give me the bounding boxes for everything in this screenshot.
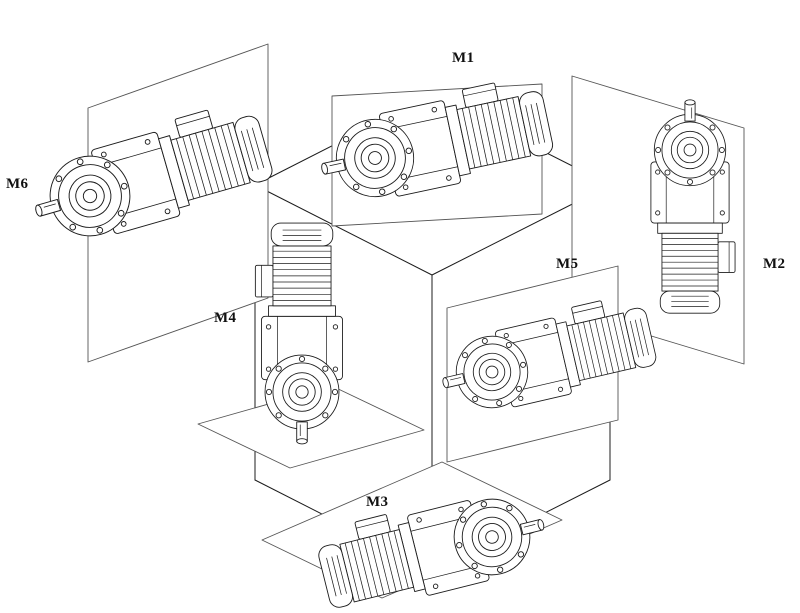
position-label-m5: M5 — [556, 256, 579, 272]
position-label-m4: M4 — [214, 310, 237, 326]
position-label-m6: M6 — [6, 176, 29, 192]
position-label-m3: M3 — [366, 494, 389, 510]
position-label-m1: M1 — [452, 50, 475, 66]
position-label-m2: M2 — [763, 256, 786, 272]
